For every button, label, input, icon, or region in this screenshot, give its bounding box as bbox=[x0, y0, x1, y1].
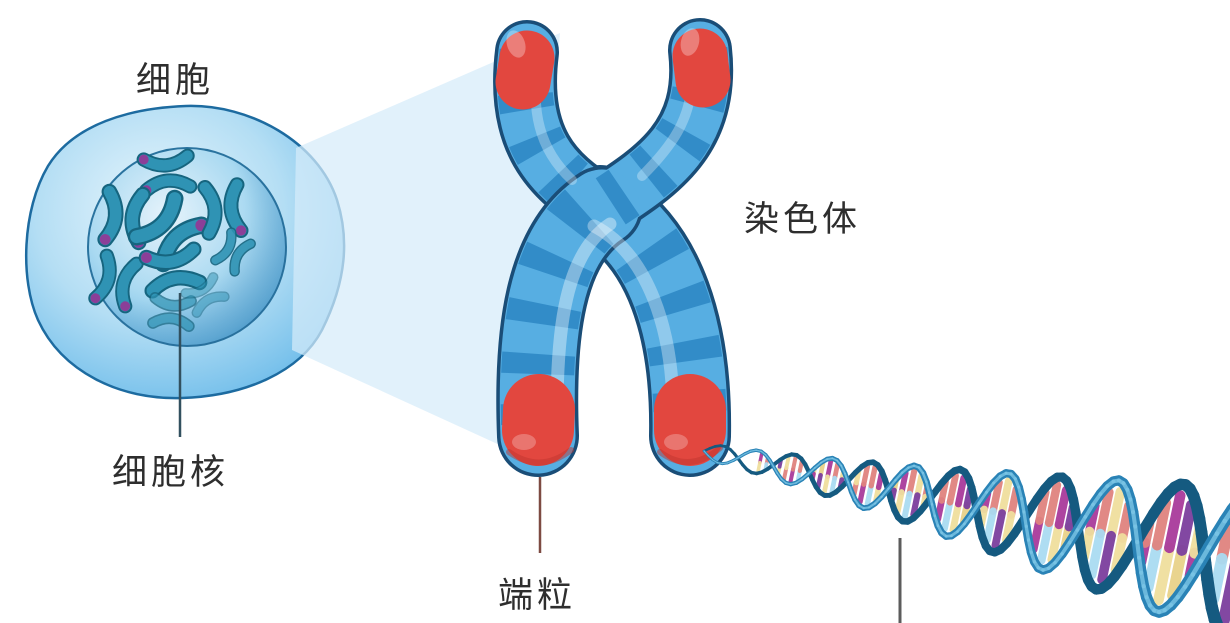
cap-sheen bbox=[512, 434, 536, 450]
nucleus-chromosomes bbox=[88, 148, 256, 332]
telomere-cap-bottom-left bbox=[502, 374, 575, 466]
telomere-cap-top-right bbox=[672, 28, 731, 108]
cell-label: 细胞 bbox=[136, 61, 215, 100]
nucleus-label: 细胞核 bbox=[112, 453, 230, 492]
mini-chromosome bbox=[88, 248, 144, 314]
telomere-caps bbox=[495, 28, 731, 466]
mini-chromosome bbox=[147, 292, 197, 332]
chromosome-label: 染色体 bbox=[744, 200, 862, 239]
cap-sheen bbox=[664, 434, 688, 450]
telomere-cap-shade bbox=[506, 447, 574, 466]
telomere-cap-top-left bbox=[495, 30, 555, 110]
mini-chromosome bbox=[138, 241, 208, 299]
mini-chromosome bbox=[180, 272, 230, 318]
cap-sheen bbox=[506, 30, 526, 58]
mini-chromosome bbox=[197, 177, 249, 241]
cap-sheen bbox=[680, 28, 700, 56]
dna-helix bbox=[702, 444, 1230, 623]
zoom-beam bbox=[292, 33, 560, 458]
telomere-cap-shade bbox=[657, 445, 723, 466]
mini-chromosome bbox=[210, 227, 256, 277]
telomere-label: 端粒 bbox=[498, 576, 577, 615]
chromosome bbox=[493, 18, 734, 477]
